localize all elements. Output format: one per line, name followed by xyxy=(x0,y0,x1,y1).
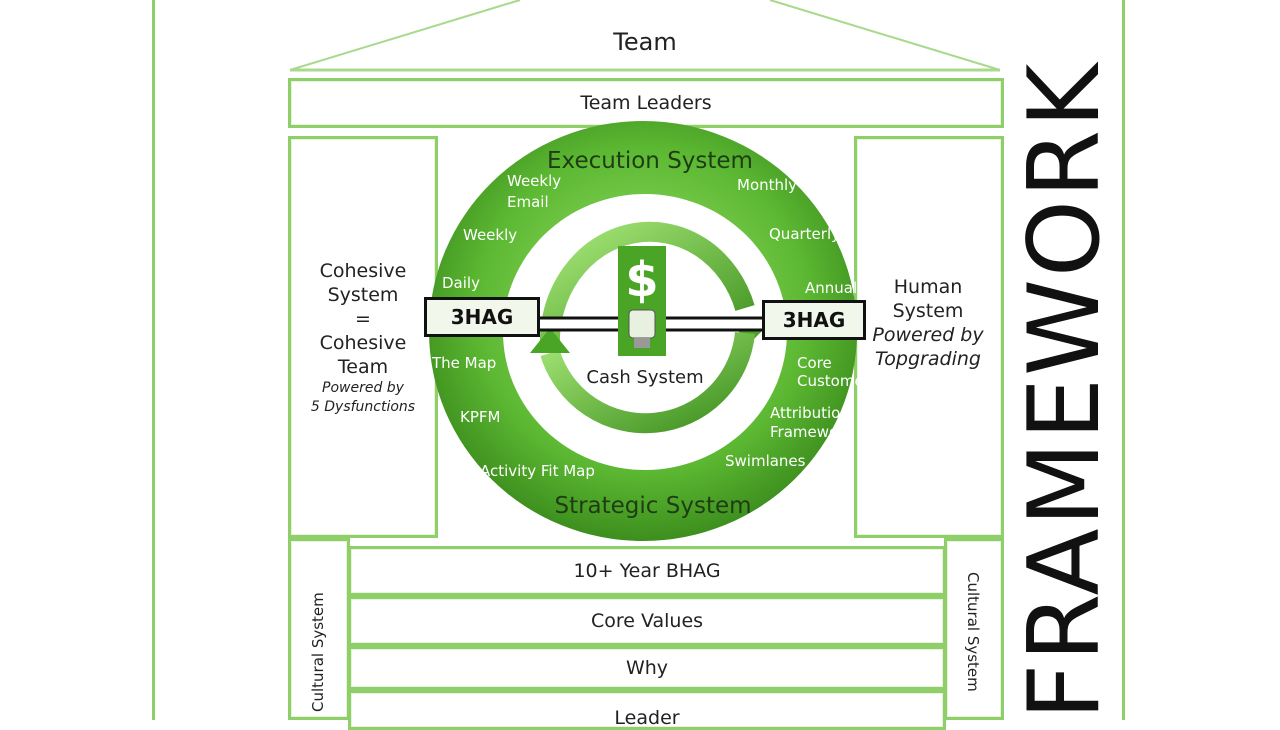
ring-item-monthly: Monthly xyxy=(737,176,797,194)
core-values-label: Core Values xyxy=(590,610,704,632)
outer-frame-right xyxy=(1122,0,1125,720)
outer-frame-left xyxy=(152,0,155,720)
execution-system-title: Execution System xyxy=(547,148,753,174)
right-powered-source: Topgrading xyxy=(875,348,981,370)
leader-bar: Leader xyxy=(348,690,946,730)
left-column-line: Team xyxy=(337,356,389,378)
strategic-system-title: Strategic System xyxy=(554,493,751,519)
cycle-arrow-top xyxy=(539,221,755,349)
left-column-line: Cohesive xyxy=(319,260,407,282)
ring-item-core-customer: Customer xyxy=(797,372,865,390)
left-column-text: Cohesive System = Cohesive Team Powered … xyxy=(291,259,435,417)
bhag-label: 10+ Year BHAG xyxy=(573,560,721,582)
cycle-arrow-bottom xyxy=(540,331,755,434)
cultural-system-right-label: Cultural System xyxy=(964,572,982,692)
cultural-right-box xyxy=(944,538,1004,720)
ring-item-kpfm: KPFM xyxy=(460,408,500,426)
ring-item-swimlanes: Swimlanes xyxy=(725,452,806,470)
ring-item-weekly-email-2: Email xyxy=(507,193,549,211)
cash-system-label: Cash System xyxy=(586,367,703,388)
bulb-tip xyxy=(634,338,650,348)
ring-item-activity-fit-map: Activity Fit Map xyxy=(480,462,595,480)
ring-item-attribution-framework: Framework xyxy=(770,423,853,441)
arrow-head-left xyxy=(530,328,570,353)
bhag-bar: 10+ Year BHAG xyxy=(348,546,946,596)
roof xyxy=(289,0,1001,72)
left-column-line: = xyxy=(355,308,371,330)
ring-item-the-map: The Map xyxy=(431,354,496,372)
ring-item-quarterly: Quarterly xyxy=(769,225,840,243)
right-column xyxy=(854,136,1004,538)
3hag-right-box: 3HAG xyxy=(762,300,866,340)
why-bar: Why xyxy=(348,646,946,690)
left-column-line: System xyxy=(327,284,399,306)
core-values-bar: Core Values xyxy=(348,596,946,646)
ring-item-weekly: Weekly xyxy=(463,226,517,244)
left-powered-by: Powered by xyxy=(322,380,404,396)
right-column-line: Human xyxy=(893,276,963,298)
ring-item-weekly-email: Weekly xyxy=(507,172,561,190)
team-leaders-label: Team Leaders xyxy=(580,92,712,114)
framework-word: FRAMEWORK xyxy=(1008,61,1122,720)
ring-item-daily: Daily xyxy=(442,274,480,292)
ring-item-core: Core xyxy=(797,354,832,372)
leader-label: Leader xyxy=(614,707,680,729)
team-leaders-bar: Team Leaders xyxy=(288,78,1004,128)
bulb-base xyxy=(628,309,656,339)
ring-item-annual: Annual xyxy=(805,279,857,297)
3hag-left-box: 3HAG xyxy=(424,297,540,337)
left-powered-source: 5 Dysfunctions xyxy=(310,399,416,415)
why-label: Why xyxy=(625,657,669,679)
right-column-line: System xyxy=(892,300,964,322)
right-powered-by: Powered by xyxy=(872,324,984,346)
cultural-system-left-label: Cultural System xyxy=(309,592,327,712)
left-column: Cohesive System = Cohesive Team Powered … xyxy=(288,136,438,538)
ring-item-attribution: Attribution xyxy=(770,404,850,422)
roof-title: Team xyxy=(613,28,677,56)
left-column-line: Cohesive xyxy=(319,332,407,354)
dollar-sign: $ xyxy=(625,252,658,308)
right-column-text: Human System Powered by Topgrading xyxy=(866,275,990,371)
3hag-left-label: 3HAG xyxy=(450,305,514,329)
3hag-right-label: 3HAG xyxy=(782,308,846,332)
